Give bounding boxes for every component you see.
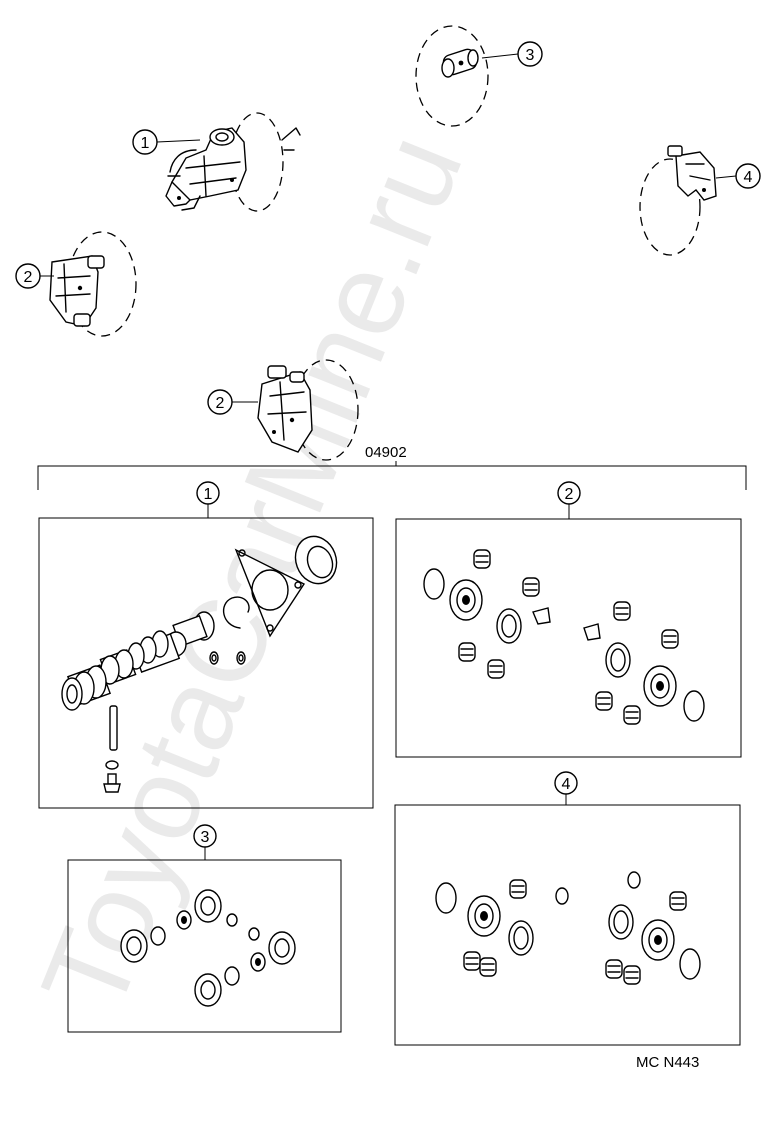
o-ring-part-2 [683, 690, 705, 722]
cap-part-2 [583, 623, 601, 641]
gasket-part [234, 548, 306, 638]
kit-4-box [394, 804, 741, 1046]
wheel-cylinder-ghost-outline [415, 25, 489, 127]
kit-4-callout: 4 [554, 771, 578, 805]
callout-wheel-cylinder: 3 [481, 41, 543, 67]
drawing-code: MC N443 [636, 1054, 699, 1071]
kit-number: 4 [562, 776, 571, 793]
o-ring-part [435, 882, 457, 914]
kit-bracket: 04902 [37, 444, 747, 490]
kit-2-callout: 2 [557, 481, 581, 519]
boot-part [120, 889, 296, 1007]
callout-front-caliper-left: 2 [15, 263, 54, 289]
master-cylinder-assembly [165, 112, 301, 212]
piston-seal-part [467, 895, 501, 937]
front-caliper-left-assembly [49, 231, 137, 337]
kit-code: 04902 [365, 444, 407, 461]
callout-number: 1 [141, 135, 150, 152]
rear-caliper-ghost-outline [639, 158, 701, 256]
boot-ring-part-2 [605, 642, 631, 678]
o-ring-part-2 [679, 948, 701, 980]
kit-1-callout: 1 [196, 481, 220, 518]
boot-ring-part [496, 608, 522, 644]
bleeder-cap-part-2 [595, 601, 679, 725]
piston-seal-part [449, 579, 483, 621]
wheel-cylinder-assembly [415, 25, 489, 127]
pin-part [109, 705, 118, 751]
kit-number: 1 [204, 486, 213, 503]
bleeder-cap-part [458, 549, 540, 679]
kit-number: 3 [201, 829, 210, 846]
kit-3-box [67, 859, 342, 1033]
kit-number: 2 [565, 486, 574, 503]
bolt-part [103, 773, 121, 793]
bleeder-cap-part [226, 913, 260, 941]
callout-front-caliper-right: 2 [207, 389, 258, 415]
callout-number: 2 [216, 395, 225, 412]
callout-rear-caliper: 4 [715, 163, 761, 189]
callout-number: 2 [24, 269, 33, 286]
small-seal-part-2 [627, 871, 641, 889]
piston-assembly-part [61, 611, 215, 711]
seal-part [294, 535, 338, 585]
rear-caliper-assembly [639, 145, 717, 256]
callout-master-cylinder: 1 [132, 129, 201, 155]
snap-ring-part [222, 596, 250, 629]
kit-3-callout: 3 [193, 824, 217, 860]
front-caliper-right-assembly [257, 359, 359, 461]
cup-part [150, 910, 266, 986]
small-o-rings-part [209, 651, 246, 665]
callout-number: 4 [744, 169, 753, 186]
bleeder-cap-part-2 [605, 891, 687, 985]
callout-number: 3 [526, 47, 535, 64]
cap-part [532, 607, 551, 625]
small-seal-part [555, 887, 569, 905]
washer-part [105, 760, 119, 770]
boot-ring-part-2 [608, 904, 634, 940]
front-caliper-right-ghost-outline [293, 359, 359, 461]
bleeder-cap-part [463, 879, 527, 977]
kit-1-box [38, 517, 374, 809]
o-ring-part [423, 568, 445, 600]
piston-seal-part-2 [641, 919, 675, 961]
boot-ring-part [508, 920, 534, 956]
kit-2-box [395, 518, 742, 758]
piston-seal-part-2 [643, 665, 677, 707]
